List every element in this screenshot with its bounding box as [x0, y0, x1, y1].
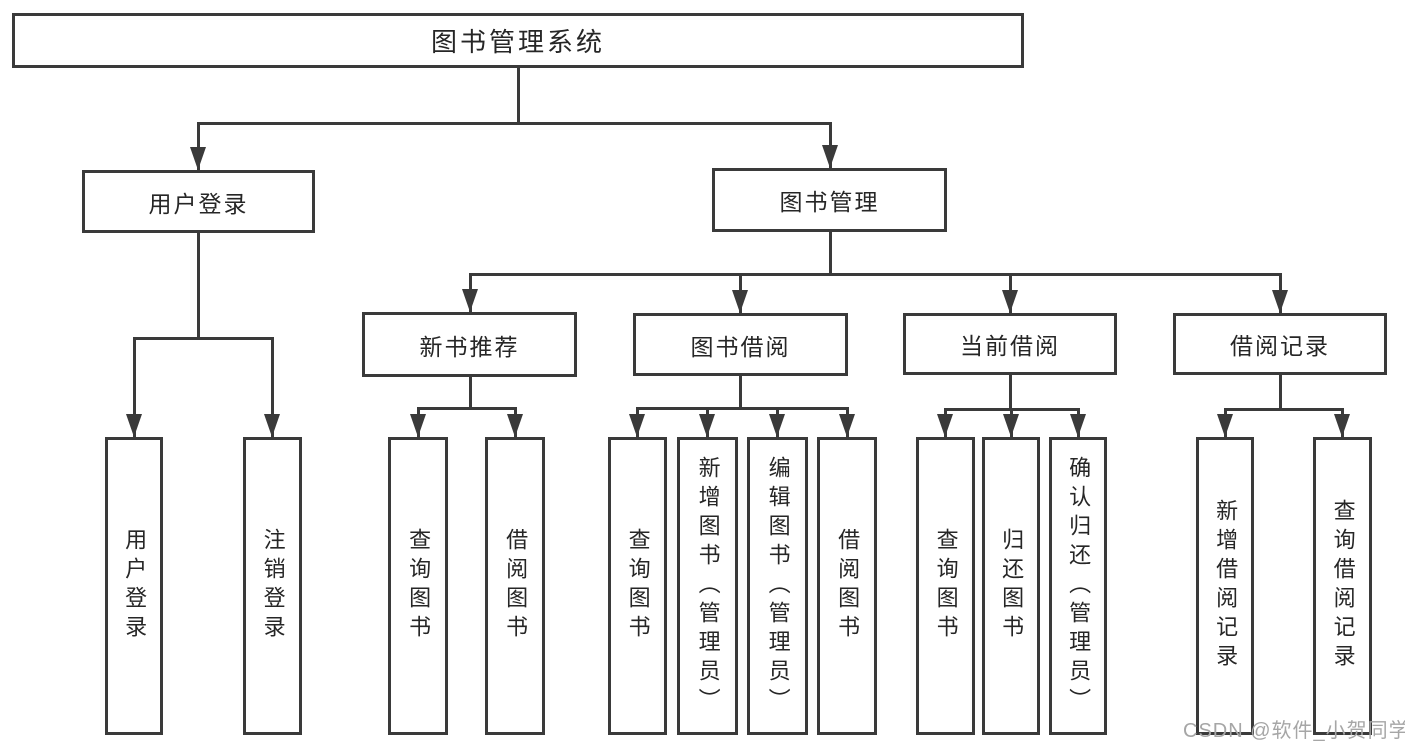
node-book-borrowing-label: 图书借阅	[690, 333, 791, 360]
arrow-down-icon	[1070, 414, 1086, 437]
arrow-down-icon	[1272, 290, 1288, 313]
arrow-down-icon	[822, 145, 838, 168]
arrow-down-icon	[769, 414, 785, 437]
connector-line	[468, 377, 472, 410]
connector-line	[196, 122, 832, 125]
connector-line	[1223, 408, 1344, 411]
arrow-down-icon	[1334, 414, 1350, 437]
arrow-down-icon	[699, 414, 715, 437]
connector-line	[196, 122, 200, 170]
connector-line	[416, 407, 517, 410]
leaf-add-books-admin-label: 新增图书（管理员）	[695, 455, 721, 717]
node-system-root: 图书管理系统	[12, 13, 1024, 68]
leaf-query-borrow-record-label: 查询借阅记录	[1330, 499, 1356, 673]
connector-line	[1278, 375, 1282, 411]
leaf-borrow-books-recommend: 借阅图书	[485, 437, 545, 735]
node-book-management-label: 图书管理	[779, 189, 880, 215]
leaf-borrow-books-borrowing-label: 借阅图书	[835, 528, 861, 644]
node-borrowing-records: 借阅记录	[1173, 313, 1387, 375]
arrow-down-icon	[732, 290, 748, 313]
node-current-borrowing-label: 当前借阅	[960, 333, 1060, 359]
connector-line	[1008, 375, 1012, 411]
node-borrowing-records-label: 借阅记录	[1230, 333, 1330, 359]
connector-line	[738, 376, 742, 410]
node-user-login-label: 用户登录	[148, 190, 249, 217]
connector-line	[828, 232, 832, 276]
leaf-borrow-books-borrowing: 借阅图书	[817, 437, 877, 735]
leaf-edit-books-admin: 编辑图书（管理员）	[747, 437, 808, 735]
arrow-down-icon	[1217, 414, 1233, 437]
arrow-down-icon	[190, 147, 206, 170]
watermark-text: CSDN @软件_小贺同学	[1183, 720, 1405, 742]
arrow-down-icon	[462, 289, 478, 312]
leaf-query-borrow-record: 查询借阅记录	[1313, 437, 1372, 735]
arrow-down-icon	[839, 414, 855, 437]
leaf-confirm-return-admin-label: 确认归还（管理员）	[1066, 455, 1092, 717]
leaf-confirm-return-admin: 确认归还（管理员）	[1049, 437, 1107, 735]
leaf-query-books-current: 查询图书	[916, 437, 975, 735]
leaf-user-login: 用户登录	[105, 437, 163, 735]
node-book-management: 图书管理	[712, 168, 947, 232]
leaf-query-books-recommend-label: 查询图书	[406, 528, 432, 644]
arrow-down-icon	[126, 414, 142, 437]
node-current-borrowing: 当前借阅	[903, 313, 1117, 375]
leaf-return-books-label: 归还图书	[999, 528, 1025, 644]
node-system-root-label: 图书管理系统	[430, 27, 605, 57]
leaf-add-borrow-record: 新增借阅记录	[1196, 437, 1254, 735]
arrow-down-icon	[1003, 414, 1019, 437]
connector-line	[516, 68, 520, 125]
leaf-edit-books-admin-label: 编辑图书（管理员）	[765, 455, 791, 717]
leaf-return-books: 归还图书	[982, 437, 1040, 735]
connector-line	[196, 233, 200, 340]
leaf-logout-label: 注销登录	[260, 528, 286, 644]
node-new-book-recommendation: 新书推荐	[362, 312, 577, 377]
leaf-logout: 注销登录	[243, 437, 302, 735]
arrow-down-icon	[937, 414, 953, 437]
arrow-down-icon	[507, 414, 523, 437]
connector-line	[270, 337, 274, 437]
arrow-down-icon	[629, 414, 645, 437]
arrow-down-icon	[410, 414, 426, 437]
arrow-down-icon	[1002, 290, 1018, 313]
node-user-login: 用户登录	[82, 170, 315, 233]
connector-line	[635, 407, 849, 410]
connector-line	[468, 273, 1282, 276]
leaf-query-books-current-label: 查询图书	[933, 528, 959, 644]
arrow-down-icon	[264, 414, 280, 437]
connector-line	[132, 337, 136, 437]
leaf-query-books-borrowing-label: 查询图书	[625, 528, 651, 644]
leaf-user-login-label: 用户登录	[122, 528, 148, 644]
leaf-query-books-borrowing: 查询图书	[608, 437, 667, 735]
leaf-add-borrow-record-label: 新增借阅记录	[1213, 499, 1239, 673]
node-book-borrowing: 图书借阅	[633, 313, 848, 376]
leaf-query-books-recommend: 查询图书	[388, 437, 448, 735]
node-new-book-recommendation-label: 新书推荐	[419, 333, 520, 360]
leaf-borrow-books-recommend-label: 借阅图书	[503, 528, 529, 644]
leaf-add-books-admin: 新增图书（管理员）	[677, 437, 738, 735]
connector-line	[132, 337, 274, 340]
